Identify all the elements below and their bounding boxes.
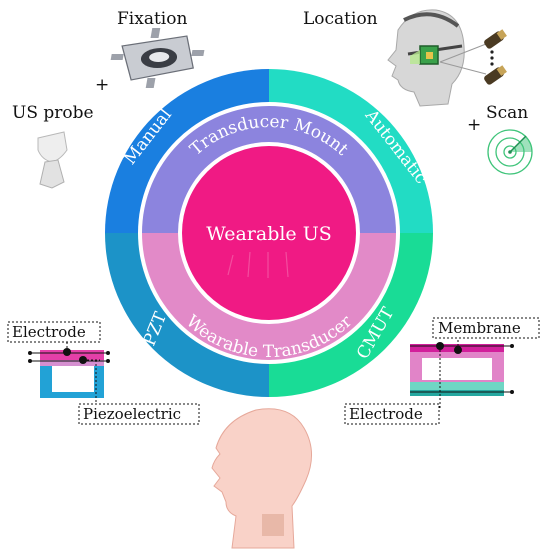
cmut-membrane-label: Membrane: [438, 319, 521, 337]
radar-scan-icon: [487, 129, 533, 175]
us-probe-label: US probe: [12, 103, 94, 123]
center-label: Wearable US: [206, 223, 332, 245]
pzt-piezoelectric-label: Piezoelectric: [83, 405, 181, 423]
core-wearable-us: [182, 146, 356, 320]
cmut-electrode-label: Electrode: [349, 405, 423, 423]
pzt-electrode-label: Electrode: [12, 323, 86, 341]
head-silhouette-icon: [211, 408, 312, 549]
pzt-electrode-tag: Electrode: [7, 321, 101, 343]
cmut-structure: [410, 338, 514, 408]
pzt-piezoelectric-tag: Piezoelectric: [78, 403, 200, 425]
plus-scan: +: [467, 115, 481, 135]
us-probe-icon: [37, 131, 68, 189]
scan-label: Scan: [486, 103, 528, 123]
fixation-device-icon: [110, 28, 205, 88]
fixation-label: Fixation: [117, 9, 187, 29]
plus-fixation: +: [95, 75, 109, 95]
cmut-membrane-tag: Membrane: [432, 317, 540, 339]
location-label: Location: [303, 9, 378, 29]
head-with-headset-icon: [387, 9, 465, 107]
pzt-structure: [28, 336, 110, 404]
cmut-electrode-tag: Electrode: [344, 403, 440, 425]
transducer-capsules-icon: [439, 29, 507, 85]
core-faint-scan-lines: [227, 251, 289, 278]
